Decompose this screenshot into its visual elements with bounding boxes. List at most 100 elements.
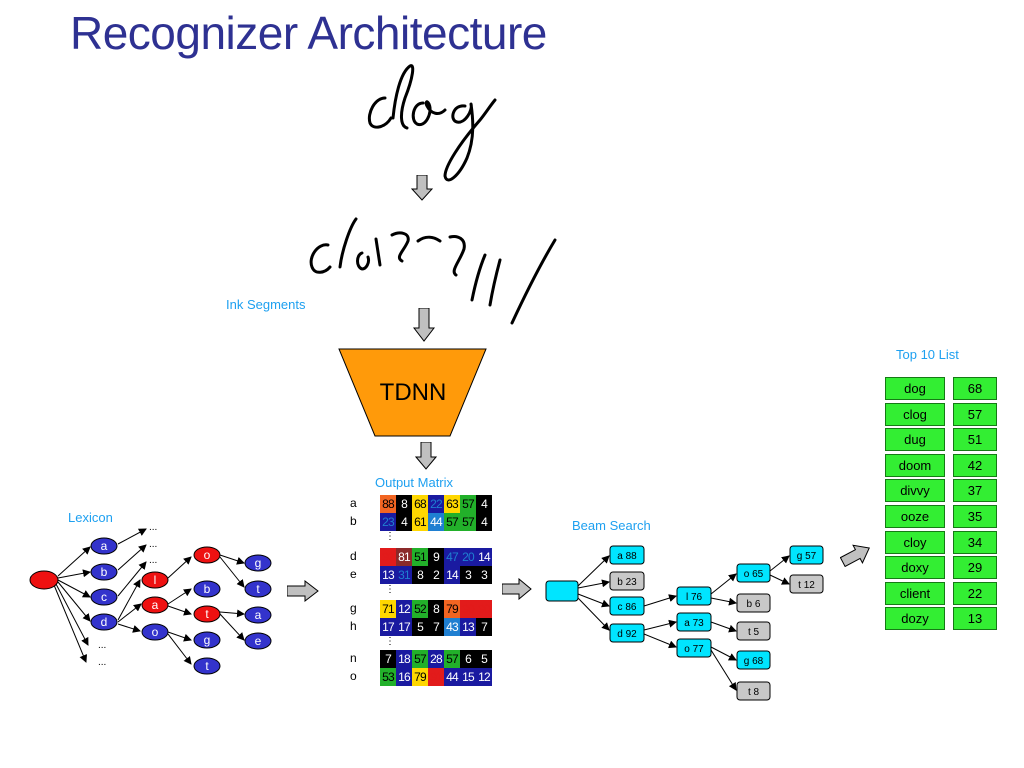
beam-node-label: t 12 [798,580,815,591]
lexicon-level1-node [90,537,118,555]
lexicon-level3-node [193,631,221,649]
tdnn-label: TDNN [380,379,447,406]
lexicon-level3-label: b [204,582,211,596]
handwritten-ink-segments [309,217,557,325]
beam-node-label: a 73 [684,618,704,629]
handwritten-ink-dog [367,64,497,182]
top10-word: ooze [885,505,945,528]
lexicon-level1-node [90,613,118,631]
lexicon-root-node [29,570,59,590]
lexicon-level2-label: a [152,598,159,612]
top10-score: 35 [953,505,997,528]
beam-node [736,650,771,670]
top10-label: Top 10 List [896,347,959,362]
top10-score: 51 [953,428,997,452]
top10-score: 29 [953,556,997,580]
top10-score: 42 [953,453,997,477]
lexicon-level4-label: t [256,582,260,596]
down-arrow-2 [413,308,435,342]
top10-word: doxy [885,556,945,580]
top10-score: 68 [953,377,997,400]
beam-node [789,545,824,565]
top10-word: cloy [885,530,945,554]
lexicon-level3-label: o [204,548,211,562]
lexicon-level3-node [193,657,221,675]
beam-node-label: t 8 [748,687,760,698]
right-arrow-2 [502,578,532,600]
tdnn-block: TDNN [338,348,487,437]
beam-node-label: d 92 [617,629,637,640]
top10-score: 37 [953,479,997,503]
lexicon-level1-label: a [101,539,108,553]
top10-word: divvy [885,479,945,503]
top10-word: dozy [885,607,945,631]
page-title: Recognizer Architecture [70,7,547,59]
beam-node [676,586,712,606]
top10-score: 22 [953,581,997,605]
beam-node-label: a 88 [617,551,637,562]
beam-node-label: b 23 [617,577,637,588]
lexicon-level3-label: g [204,633,211,647]
lexicon-level3-node [193,605,221,623]
lexicon-level3-label: t [205,607,209,621]
lexicon-level4-node [244,580,272,598]
lexicon-level2-node [141,571,169,589]
lexicon-level1-node [90,588,118,606]
beam-node [789,574,824,594]
lexicon-level4-label: a [255,608,262,622]
lexicon-level2-label: o [152,625,159,639]
beam-node [609,571,645,591]
beam-node-label: c 86 [618,602,637,613]
lexicon-level1-label: b [101,565,108,579]
beam-node [676,612,712,632]
down-arrow-3 [415,442,437,470]
top10-score: 57 [953,402,997,426]
lexicon-ellipsis: ... [98,657,106,668]
beam-node-label: o 65 [744,569,764,580]
lexicon-level1-label: c [101,590,107,604]
top10-score: 13 [953,607,997,631]
lexicon-level3-label: t [205,659,209,673]
lexicon-ellipsis: ... [149,522,157,533]
top10-word: client [885,581,945,605]
beam-node [609,545,645,565]
lexicon-ellipsis: ... [149,539,157,550]
beam-node [736,593,771,613]
beam-node-label: o 77 [684,644,704,655]
top10-word: dug [885,428,945,452]
ink-segments-label: Ink Segments [226,297,306,312]
lexicon-level4-node [244,554,272,572]
beam-root-node [545,580,579,602]
right-arrow-1 [287,580,319,602]
beam-node [736,621,771,641]
lexicon-label: Lexicon [68,510,113,525]
top10-score: 34 [953,530,997,554]
lexicon-level2-node [141,596,169,614]
lexicon-level4-node [244,632,272,650]
beam-node-label: b 6 [747,599,761,610]
right-arrow-3 [840,544,870,567]
beam-node [736,563,771,583]
output-matrix-label: Output Matrix [375,475,454,490]
beam-search-label: Beam Search [572,518,651,533]
beam-node-label: g 57 [797,551,817,562]
lexicon-level1-label: d [101,615,108,629]
beam-node [609,596,645,616]
lexicon-level4-label: g [255,556,262,570]
lexicon-level4-label: e [255,634,262,648]
top10-word: clog [885,402,945,426]
lexicon-ellipsis: ... [149,555,157,566]
beam-node-label: g 68 [744,656,764,667]
beam-node-label: l 76 [686,592,703,603]
lexicon-level2-node [141,623,169,641]
beam-node-label: t 5 [748,627,760,638]
top10-word: doom [885,453,945,477]
lexicon-level4-node [244,606,272,624]
beam-node [609,623,645,643]
down-arrow-1 [411,175,433,201]
lexicon-level3-node [193,580,221,598]
beam-node [736,681,771,701]
beam-node [676,638,712,658]
